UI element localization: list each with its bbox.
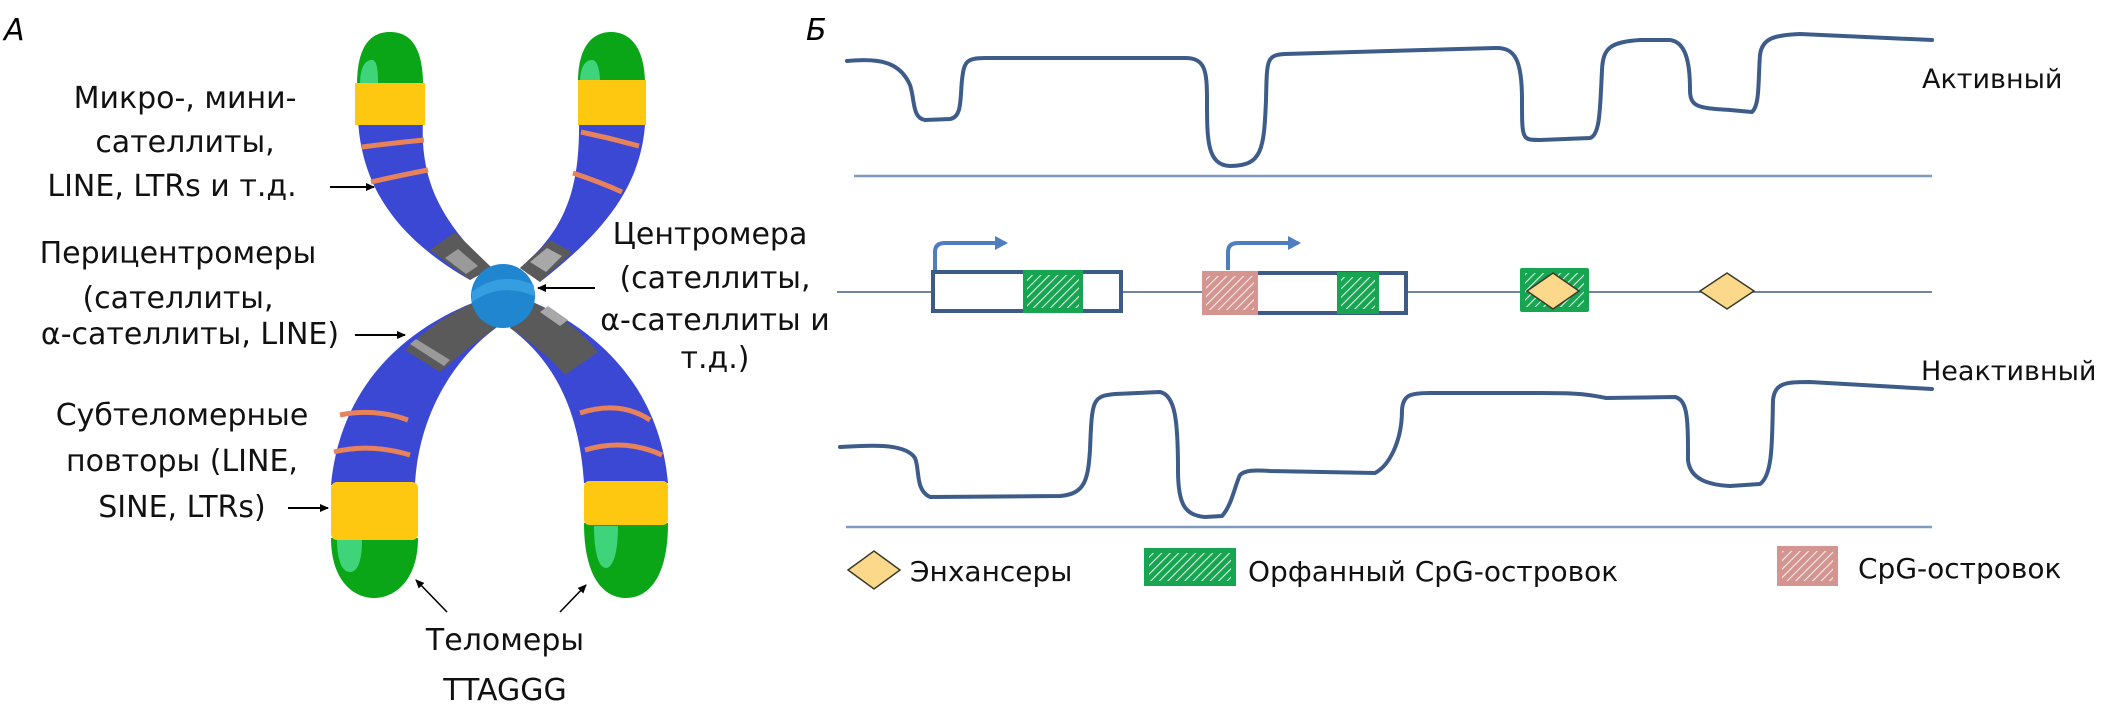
label-line: т.д.) [681, 341, 750, 376]
label-repeats: Микро-, мини- сателлиты, LINE, LTRs и т.… [47, 81, 296, 204]
panel-b-letter: Б [806, 13, 827, 48]
state-inactive-label: Неактивный [1921, 356, 2096, 387]
tss-arrow-icon [1226, 236, 1301, 270]
band [579, 405, 652, 423]
label-line: Теломеры [425, 623, 584, 658]
label-line: LINE, LTRs и т.д. [47, 169, 296, 204]
legend-label: Энхансеры [910, 555, 1072, 588]
band [361, 137, 425, 150]
label-line: α-сателлиты и [600, 303, 829, 338]
legend-label: Орфанный CpG-островок [1248, 555, 1618, 588]
enhancer-diamond-icon [846, 550, 902, 590]
arrow-telomere-right [559, 584, 587, 613]
subtelomere-bottom-left [331, 482, 418, 540]
label-line: Центромера [613, 217, 808, 252]
hatch [1149, 553, 1231, 581]
gene-1 [931, 236, 1123, 313]
legend: Энхансеры Орфанный CpG-островок CpG-остр… [846, 546, 2061, 590]
band [580, 129, 640, 149]
subtelomere-top-right [578, 80, 646, 125]
state-active-label: Активный [1922, 64, 2062, 95]
panel-a-letter: А [2, 13, 25, 48]
label-line: SINE, LTRs) [98, 490, 265, 525]
band [370, 167, 429, 185]
hatch [1027, 275, 1079, 308]
orphan-cpg-with-enhancer [1520, 268, 1589, 312]
centromere [471, 264, 535, 328]
legend-label: CpG-островок [1858, 552, 2061, 585]
label-centromere: Центромера (сателлиты, α-сателлиты и т.д… [600, 217, 829, 376]
label-line: повторы (LINE, [66, 444, 298, 479]
inactive-chromatin-line [838, 380, 1934, 519]
chromosome-arm-upper-left [358, 120, 492, 280]
band [339, 409, 409, 423]
label-line: сателлиты, [95, 125, 274, 160]
telomere-top-right [578, 32, 645, 85]
subtelomere-top-left [355, 83, 425, 125]
label-line: Перицентромеры [40, 236, 317, 271]
legend-item-orphan-cpg: Орфанный CpG-островок [1144, 548, 1618, 588]
active-chromatin-line [845, 32, 1934, 168]
hatch [1206, 276, 1254, 310]
telomere-bottom-right [584, 523, 668, 598]
label-line: Субтеломерные [56, 398, 309, 433]
legend-item-enhancer: Энхансеры [846, 550, 1072, 590]
gene-track [837, 236, 1932, 315]
enhancer-diamond-icon [1698, 272, 1756, 310]
gene-2 [1202, 236, 1408, 315]
hatch [1782, 551, 1833, 581]
band [572, 170, 624, 195]
chromosome [331, 32, 668, 598]
arrow-telomere-left [415, 579, 448, 613]
enhancer-diamond-icon [1525, 272, 1581, 310]
label-telomere: Теломеры TTAGGG [425, 623, 584, 708]
gene-body [1238, 271, 1408, 315]
hatch [1341, 277, 1375, 309]
tss-arrow-icon [933, 236, 1008, 270]
label-line: α-сателлиты, LINE) [41, 317, 339, 352]
chromosome-arm-lower-left [331, 300, 500, 485]
band [333, 445, 411, 458]
telomere-bottom-left [331, 538, 418, 598]
label-line: (сателлиты, [82, 281, 273, 316]
label-pericentromere: Перицентромеры (сателлиты, α-сателлиты, … [40, 236, 339, 352]
chromosome-arm-lower-right [510, 300, 668, 483]
label-line: Микро-, мини- [74, 81, 297, 116]
label-line: (сателлиты, [619, 261, 810, 296]
band [584, 442, 664, 458]
label-line: TTAGGG [442, 673, 567, 708]
legend-item-cpg: CpG-островок [1777, 546, 2061, 586]
chromosome-arm-upper-right [520, 120, 645, 282]
telomere-top-left [357, 32, 423, 85]
label-subtelomere: Субтеломерные повторы (LINE, SINE, LTRs) [56, 398, 309, 525]
subtelomere-bottom-right [584, 481, 668, 525]
